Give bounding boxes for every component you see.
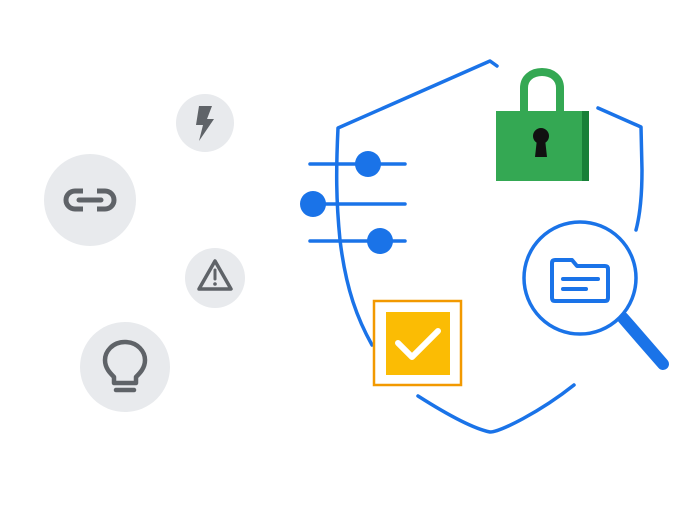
checkbox-checked-icon	[372, 299, 463, 387]
padlock-icon	[496, 67, 589, 181]
slider-bottom	[308, 228, 407, 254]
lightning-bolt-icon	[176, 94, 234, 152]
warning-triangle-icon	[185, 248, 245, 308]
slider-middle	[300, 191, 407, 217]
link-icon	[44, 154, 136, 246]
magnifier-folder-icon	[522, 220, 669, 370]
slider-top	[308, 151, 407, 177]
lightbulb-icon	[80, 322, 170, 412]
